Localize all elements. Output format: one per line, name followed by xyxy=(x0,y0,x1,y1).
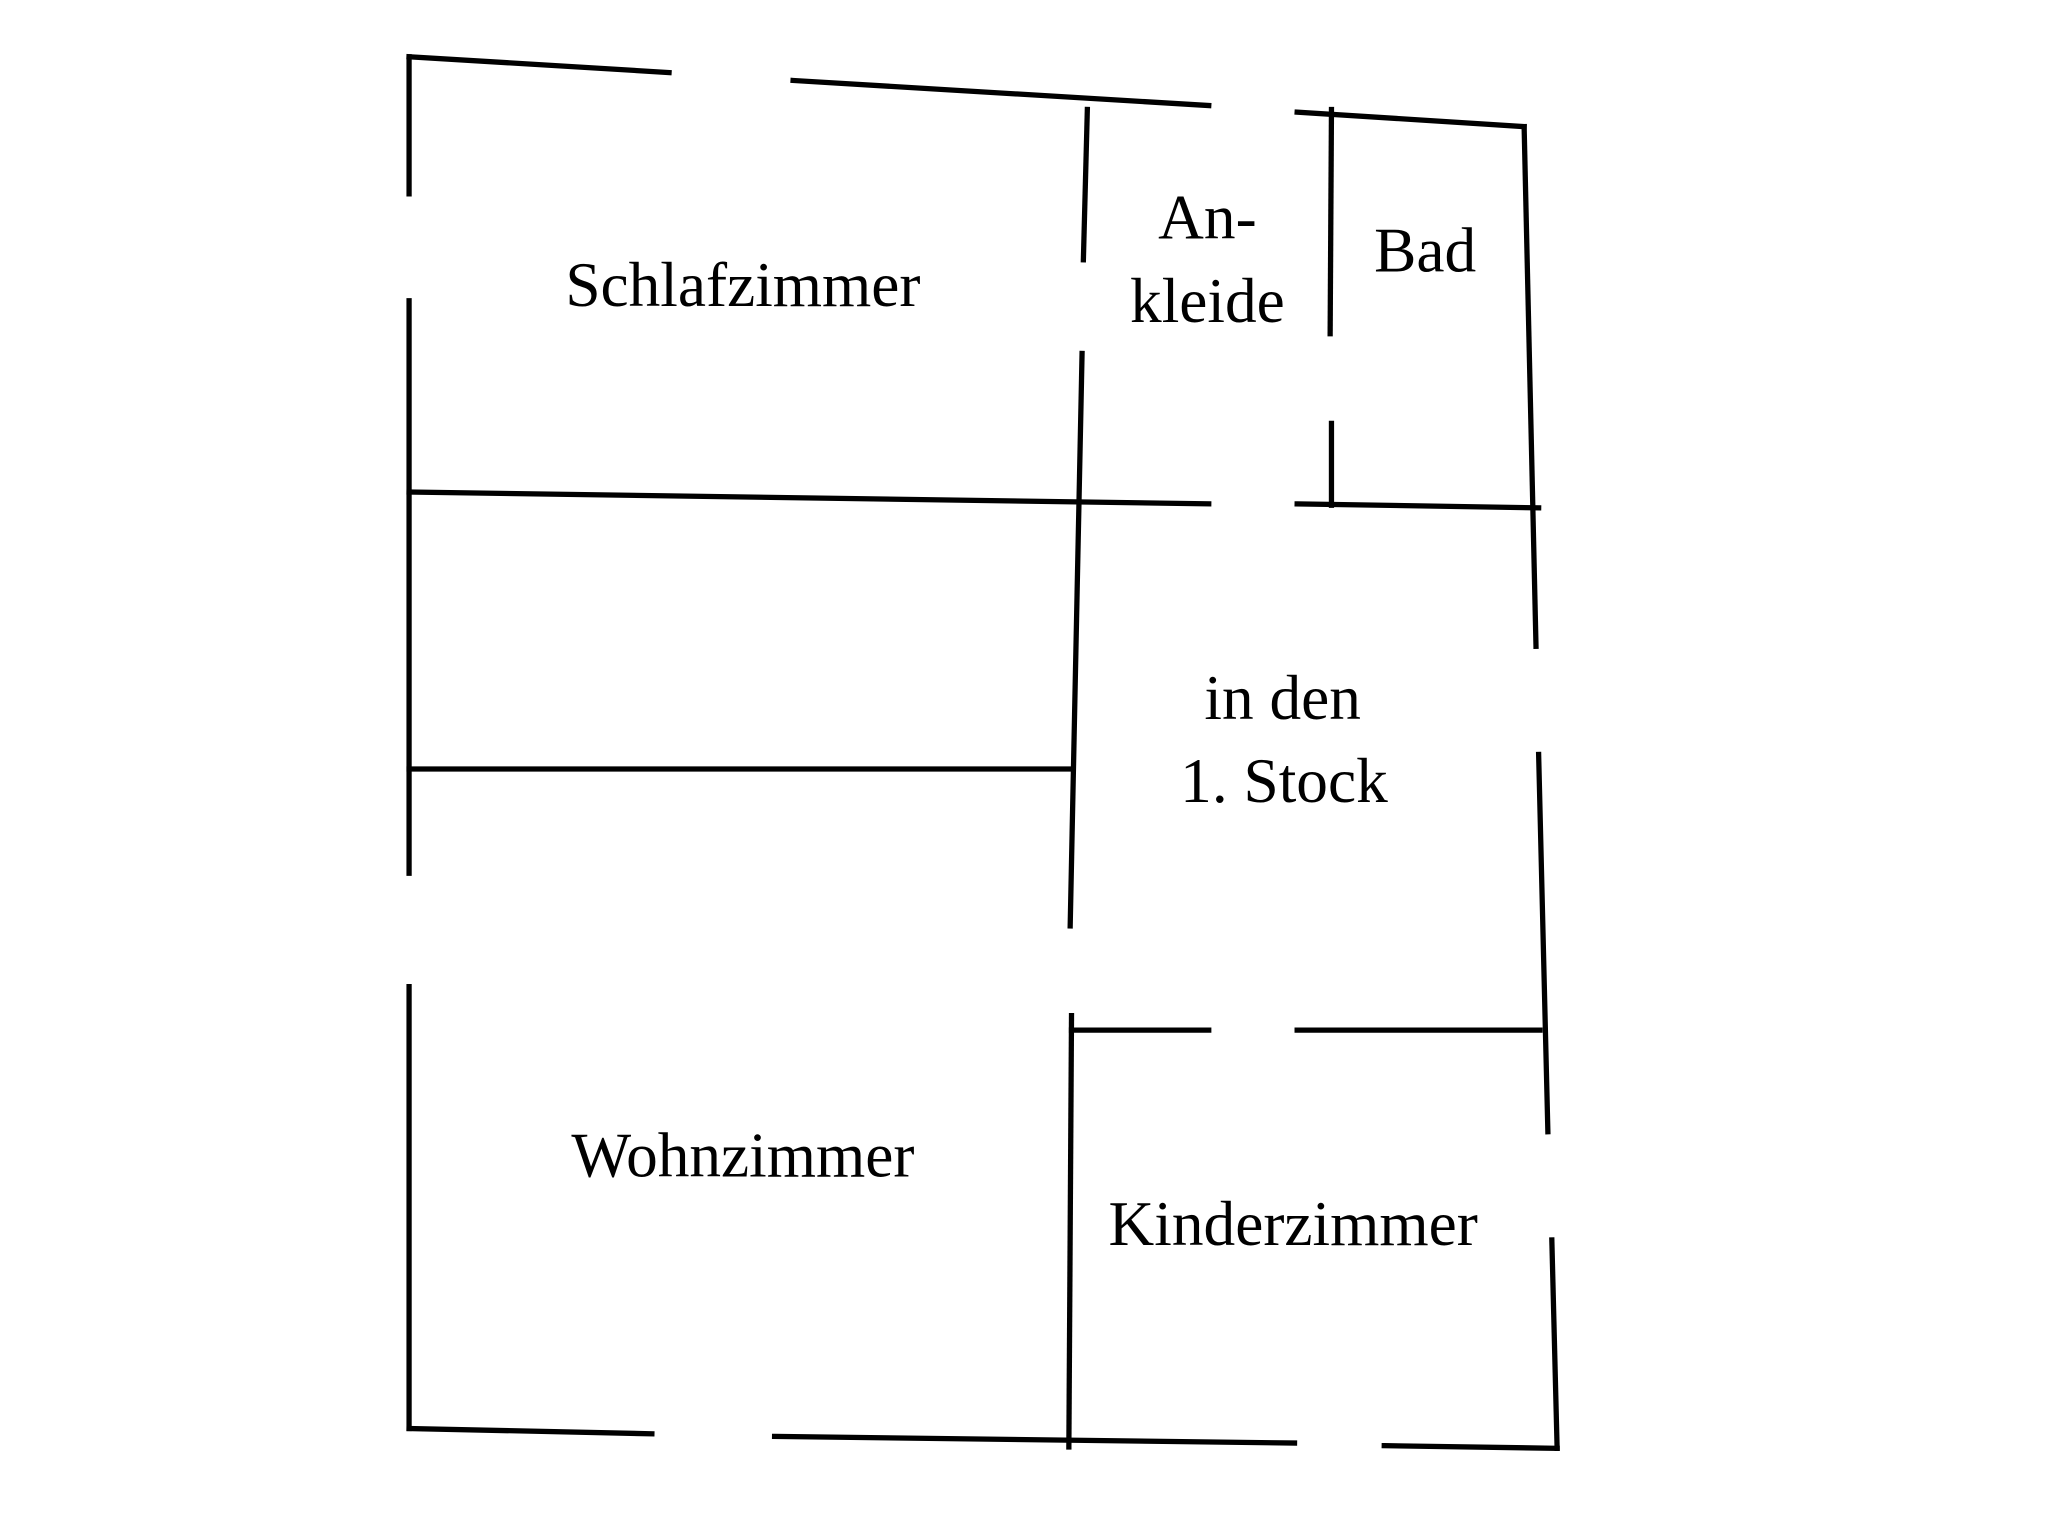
wall-bad-left-1 xyxy=(1327,106,1335,337)
wall-bottom-3 xyxy=(1381,1442,1560,1451)
label-wohnzimmer: Wohnzimmer xyxy=(571,1121,914,1191)
wall-ankleide-left-2 xyxy=(1067,350,1085,929)
wall-top-1 xyxy=(406,53,672,76)
label-kinderzimmer: Kinderzimmer xyxy=(1109,1189,1478,1259)
wall-top-3 xyxy=(1294,109,1527,130)
label-ankleide-2: kleide xyxy=(1130,266,1285,336)
label-bad: Bad xyxy=(1374,216,1476,286)
wall-kinder-left xyxy=(1066,1013,1075,1450)
wall-ankleide-left-1 xyxy=(1080,106,1091,263)
label-schlafzimmer: Schlafzimmer xyxy=(565,250,920,320)
room-labels: Schlafzimmer An- kleide Bad in den 1. St… xyxy=(565,183,1477,1259)
label-stairs-2: 1. Stock xyxy=(1180,746,1388,816)
wall-right-3 xyxy=(1549,1237,1560,1452)
wall-mid-1 xyxy=(406,489,1212,507)
wall-mid-2 xyxy=(1294,501,1542,511)
label-stairs-1: in den xyxy=(1204,663,1361,733)
wall-bottom-1 xyxy=(406,1425,655,1437)
label-ankleide-1: An- xyxy=(1158,183,1256,253)
wall-right-1 xyxy=(1521,123,1539,650)
walls xyxy=(406,53,1560,1452)
wall-bottom-2 xyxy=(771,1433,1298,1446)
wall-right-2 xyxy=(1535,751,1551,1135)
wall-top-2 xyxy=(790,77,1212,109)
